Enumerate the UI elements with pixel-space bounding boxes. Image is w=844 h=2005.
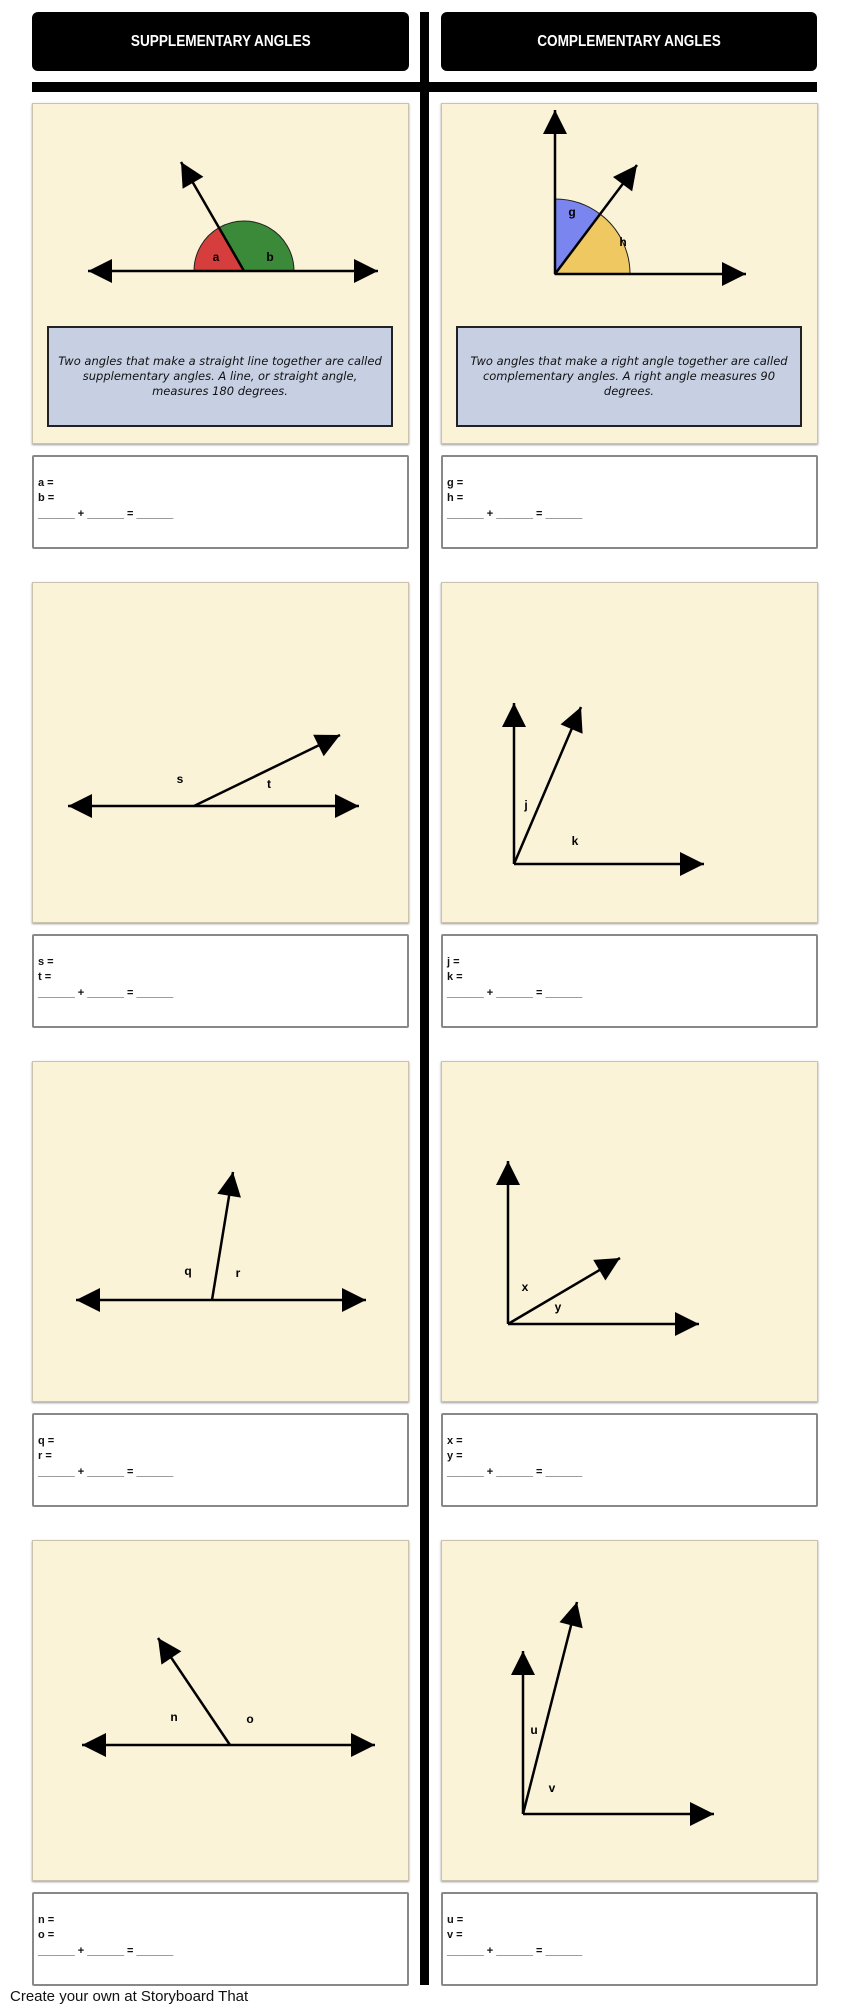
angle-answer-line: v = bbox=[447, 1929, 463, 1941]
equation-line: ______ + ______ = ______ bbox=[447, 1945, 583, 1957]
arrowhead bbox=[560, 707, 583, 734]
angle-answer-line: x = bbox=[447, 1435, 463, 1447]
angle-label: k bbox=[572, 834, 579, 848]
answer-box-left-2[interactable]: s = t = ______ + ______ = ______ bbox=[32, 934, 409, 1028]
angle-answer-line: a = bbox=[38, 477, 54, 489]
angle-label: r bbox=[236, 1266, 241, 1280]
angle-answer-line: u = bbox=[447, 1914, 464, 1926]
angle-diagram: gh bbox=[543, 110, 746, 286]
angle-label: t bbox=[267, 777, 271, 791]
answer-box-right-1[interactable]: g = h = ______ + ______ = ______ bbox=[441, 455, 818, 549]
arrowhead bbox=[76, 1288, 100, 1312]
arrowhead bbox=[68, 794, 92, 818]
arrowhead bbox=[158, 1638, 182, 1665]
definition-box: Two angles that make a straight line tog… bbox=[47, 326, 393, 427]
answer-box-right-4[interactable]: u = v = ______ + ______ = ______ bbox=[441, 1892, 818, 1986]
angle-label: x bbox=[522, 1280, 529, 1294]
answer-box-right-2[interactable]: j = k = ______ + ______ = ______ bbox=[441, 934, 818, 1028]
arrowhead bbox=[612, 165, 637, 192]
angle-answer-line: t = bbox=[38, 971, 52, 983]
arrowhead bbox=[722, 262, 746, 286]
arrowhead bbox=[502, 703, 526, 727]
equation-line: ______ + ______ = ______ bbox=[447, 1466, 583, 1478]
angle-label: j bbox=[523, 798, 527, 812]
angle-diagram: jk bbox=[502, 703, 704, 876]
ray-line bbox=[512, 706, 583, 865]
arrowhead bbox=[82, 1733, 106, 1757]
footer-credit[interactable]: Create your own at Storyboard That bbox=[10, 1988, 249, 2005]
arrowhead bbox=[690, 1802, 714, 1826]
angle-answer-line: k = bbox=[447, 971, 463, 983]
ray-line bbox=[193, 733, 341, 808]
angle-answer-line: s = bbox=[38, 956, 54, 968]
header-complementary: COMPLEMENTARY ANGLES bbox=[441, 12, 817, 71]
arrowhead bbox=[335, 794, 359, 818]
angle-diagram: xy bbox=[496, 1161, 699, 1336]
equation-line: ______ + ______ = ______ bbox=[38, 1945, 174, 1957]
angle-answer-line: o = bbox=[38, 1929, 55, 1941]
ray-line bbox=[521, 1601, 579, 1815]
arrowhead bbox=[511, 1651, 535, 1675]
angle-answer-line: b = bbox=[38, 492, 55, 504]
arrowhead bbox=[88, 259, 112, 283]
arrowhead bbox=[181, 162, 204, 189]
angle-label: o bbox=[246, 1712, 253, 1726]
definition-box: Two angles that make a right angle toget… bbox=[456, 326, 802, 427]
equation-line: ______ + ______ = ______ bbox=[447, 987, 583, 999]
angle-answer-line: j = bbox=[447, 956, 460, 968]
angle-answer-line: g = bbox=[447, 477, 464, 489]
angle-h-sector bbox=[553, 213, 631, 275]
equation-line: ______ + ______ = ______ bbox=[38, 508, 174, 520]
angle-label: q bbox=[184, 1264, 191, 1278]
angle-answer-line: h = bbox=[447, 492, 464, 504]
equation-line: ______ + ______ = ______ bbox=[38, 987, 174, 999]
angle-label: g bbox=[568, 205, 575, 219]
arrowhead bbox=[351, 1733, 375, 1757]
angle-label: v bbox=[549, 1781, 556, 1795]
arrowhead bbox=[496, 1161, 520, 1185]
angle-label: h bbox=[619, 235, 626, 249]
angle-label: n bbox=[170, 1710, 177, 1724]
answer-box-right-3[interactable]: x = y = ______ + ______ = ______ bbox=[441, 1413, 818, 1507]
arrowhead bbox=[217, 1172, 241, 1198]
arrowhead bbox=[559, 1602, 583, 1629]
arrowhead bbox=[675, 1312, 699, 1336]
angle-label: s bbox=[177, 772, 184, 786]
equation-line: ______ + ______ = ______ bbox=[38, 1466, 174, 1478]
arrowhead bbox=[342, 1288, 366, 1312]
angle-label: u bbox=[530, 1723, 537, 1737]
angle-answer-line: q = bbox=[38, 1435, 55, 1447]
angle-label: b bbox=[266, 250, 273, 264]
arrowhead bbox=[593, 1258, 620, 1281]
angle-answer-line: n = bbox=[38, 1914, 55, 1926]
arrowhead bbox=[313, 734, 340, 757]
angle-answer-line: r = bbox=[38, 1450, 52, 1462]
column-divider bbox=[420, 12, 429, 1985]
header-supplementary: SUPPLEMENTARY ANGLES bbox=[32, 12, 409, 71]
arrowhead bbox=[680, 852, 704, 876]
equation-line: ______ + ______ = ______ bbox=[447, 508, 583, 520]
arrowhead bbox=[354, 259, 378, 283]
angle-label: y bbox=[555, 1300, 562, 1314]
angle-diagram: uv bbox=[511, 1601, 714, 1826]
answer-box-left-4[interactable]: n = o = ______ + ______ = ______ bbox=[32, 1892, 409, 1986]
angle-answer-line: y = bbox=[447, 1450, 463, 1462]
angle-label: a bbox=[213, 250, 220, 264]
arrowhead bbox=[543, 110, 567, 134]
answer-box-left-1[interactable]: a = b = ______ + ______ = ______ bbox=[32, 455, 409, 549]
header-divider bbox=[32, 82, 817, 92]
answer-box-left-3[interactable]: q = r = ______ + ______ = ______ bbox=[32, 1413, 409, 1507]
